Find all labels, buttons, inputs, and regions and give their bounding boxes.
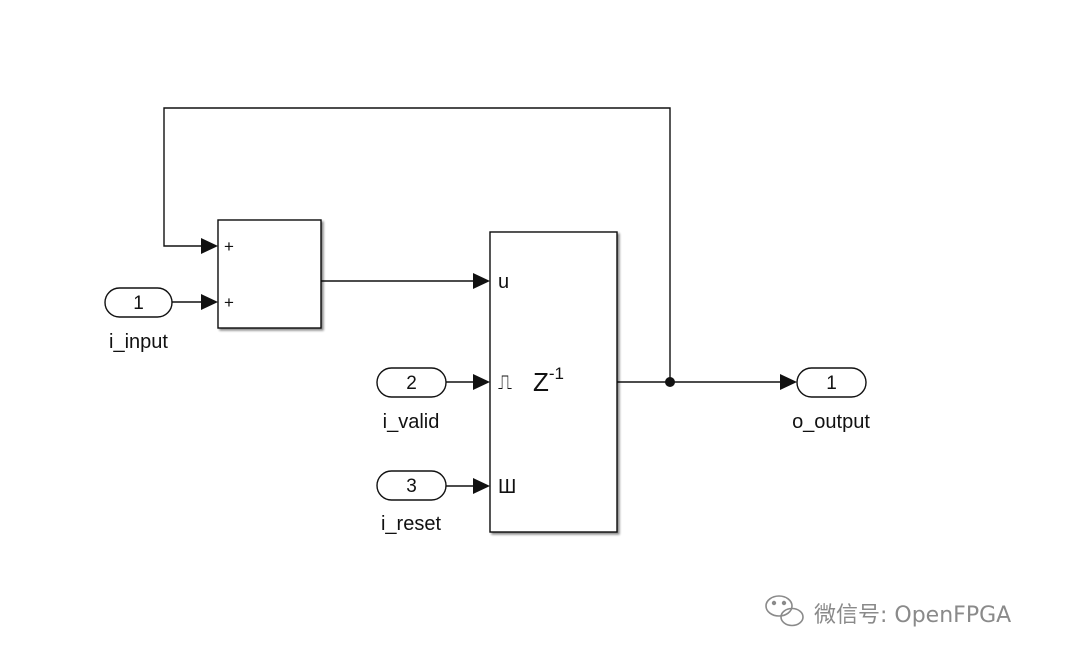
sum-sign-1: + (224, 237, 234, 256)
inport-3[interactable]: 3 i_reset (376, 470, 447, 535)
inport-1-name: i_input (109, 331, 168, 353)
arrowhead (473, 478, 490, 494)
delay-block-body[interactable] (489, 231, 618, 533)
inport-3-body[interactable] (376, 470, 447, 501)
inport-2-body[interactable] (376, 367, 447, 398)
inport-3-name: i_reset (381, 513, 441, 535)
sum-block-body[interactable] (217, 219, 322, 329)
sum-block[interactable]: + + (217, 219, 322, 329)
signal-lines (163, 107, 782, 487)
delay-label-main: Z (533, 367, 549, 397)
inport-1[interactable]: 1 i_input (104, 287, 173, 353)
delay-port-reset-label: Ш (498, 476, 516, 498)
inport-3-number: 3 (406, 476, 417, 497)
outport-1-body[interactable] (796, 367, 867, 398)
arrowhead (473, 374, 490, 390)
watermark: 微信号: OpenFPGA (765, 595, 1011, 628)
outport-1-number: 1 (826, 373, 837, 394)
wechat-icon (765, 595, 804, 627)
sum-sign-2: + (224, 293, 234, 312)
delay-label-exponent: -1 (549, 364, 564, 383)
outport-1[interactable]: 1 o_output (792, 367, 870, 433)
delay-block[interactable]: u ⎍ Ш Z-1 (489, 231, 618, 533)
delay-port-u-label: u (498, 271, 509, 293)
feedback-line[interactable] (163, 107, 671, 382)
outport-1-name: o_output (792, 411, 870, 433)
arrowhead (780, 374, 797, 390)
delay-label: Z-1 (533, 364, 564, 397)
inport-2-name: i_valid (383, 411, 440, 433)
branch-point (665, 377, 675, 387)
watermark-text: 微信号: OpenFPGA (814, 603, 1011, 628)
arrowhead (201, 294, 218, 310)
inport-1-number: 1 (133, 293, 144, 314)
inport-1-body[interactable] (104, 287, 173, 318)
arrowhead (201, 238, 218, 254)
arrowhead (473, 273, 490, 289)
inport-2[interactable]: 2 i_valid (376, 367, 447, 433)
arrowheads (201, 238, 797, 494)
inport-2-number: 2 (406, 373, 417, 394)
delay-port-enable-label: ⎍ (498, 372, 512, 394)
